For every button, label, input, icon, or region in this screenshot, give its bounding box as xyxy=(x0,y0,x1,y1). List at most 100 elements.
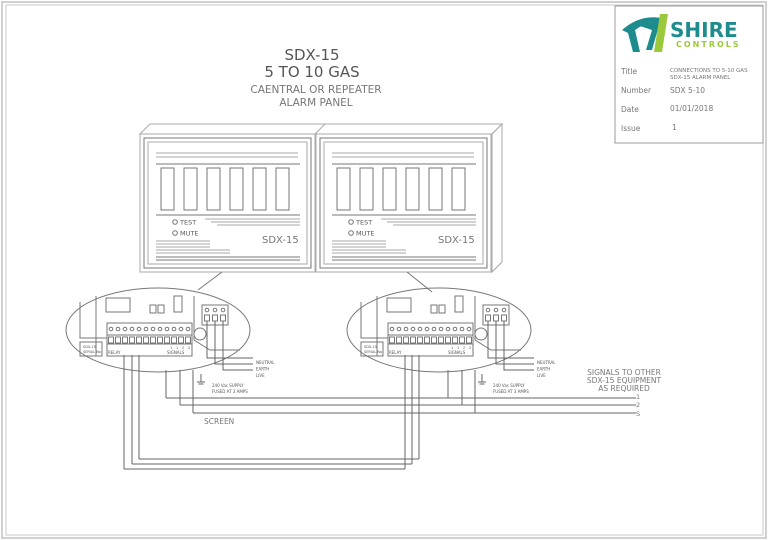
title-value-line1: CONNECTIONS TO 5-10 GAS xyxy=(670,68,748,74)
gas-channel-window xyxy=(428,167,443,211)
signal-terminal-label: 2 xyxy=(463,346,465,350)
gas-channel-window xyxy=(183,167,198,211)
mute-led-icon xyxy=(172,230,178,236)
date-value: 01/01/2018 xyxy=(670,104,713,113)
pcb-serial-label: SERIAL No xyxy=(83,350,101,354)
terminal-screw-icon xyxy=(164,326,170,332)
terminal-screw-icon xyxy=(122,326,128,332)
signals-note-line3: AS REQUIRED xyxy=(598,384,650,393)
heading-panel-type: CAENTRAL OR REPEATER xyxy=(250,84,381,96)
gas-channel-window xyxy=(336,167,351,211)
gas-channel-window xyxy=(252,167,267,211)
date-label: Date xyxy=(621,105,639,114)
terminal-screw-icon xyxy=(410,326,416,332)
gas-channel-window xyxy=(275,167,290,211)
terminal-screw-icon xyxy=(129,326,135,332)
drawing-heading: SDX-15 5 TO 10 GAS CAENTRAL OR REPEATER … xyxy=(250,46,381,109)
supply-label: 240 Vac SUPPLY xyxy=(212,383,244,388)
heading-model: SDX-15 xyxy=(284,46,339,64)
terminal-screw-icon xyxy=(178,326,184,332)
fuse-label: FUSED AT 3 AMPS xyxy=(212,389,248,394)
terminal-screw-icon xyxy=(424,326,430,332)
mute-label: MUTE xyxy=(180,230,198,238)
terminal-screw-icon xyxy=(445,326,451,332)
wire-label-s: S xyxy=(636,410,640,418)
terminal-screw-icon xyxy=(452,326,458,332)
terminal-screw-icon xyxy=(136,326,142,332)
title-block: SHIRE CONTROLS Title CONNECTIONS TO 5-10… xyxy=(614,5,764,144)
terminal-screw-icon xyxy=(431,326,437,332)
wire-label-1: 1 xyxy=(636,393,640,401)
wiring-bus xyxy=(123,355,636,470)
logo-text-shire: SHIRE xyxy=(670,18,738,42)
terminal-screw-icon xyxy=(417,326,423,332)
mains-label-earth: EARTH xyxy=(256,367,269,372)
signal-terminal-label: 1 xyxy=(457,346,459,350)
terminal-screw-icon xyxy=(403,326,409,332)
issue-label: Issue xyxy=(621,124,641,133)
inner-border xyxy=(5,4,764,536)
shire-logo-icon xyxy=(622,14,668,52)
gas-channel-window xyxy=(382,167,397,211)
number-label: Number xyxy=(621,86,652,95)
signal-terminal-label: 2 xyxy=(469,346,471,350)
mute-label: MUTE xyxy=(356,230,374,238)
pcb-id-label: SDX-15 xyxy=(83,345,96,349)
signals-label: SIGNALS xyxy=(167,350,185,355)
panel-model-label: SDX-15 xyxy=(438,235,475,246)
supply-label: 240 Vac SUPPLY xyxy=(493,383,525,388)
relay-label: RELAY xyxy=(389,350,402,355)
mains-label-earth: EARTH xyxy=(537,367,550,372)
signal-terminal-label: 2 xyxy=(182,346,184,350)
gas-channel-window xyxy=(160,167,175,211)
test-label: TEST xyxy=(179,219,196,227)
alarm-panel-2: TEST MUTE SDX-15 xyxy=(315,133,492,273)
title-value-line2: SDX-15 ALARM PANEL xyxy=(670,75,731,81)
terminal-screw-icon xyxy=(466,326,472,332)
pcb-id-label: SDX-15 xyxy=(364,345,377,349)
terminal-screw-icon xyxy=(150,326,156,332)
signals-note: SIGNALS TO OTHER SDX-15 EQUIPMENT AS REQ… xyxy=(587,368,662,418)
terminal-screw-icon xyxy=(143,326,149,332)
alarm-panel-1: TEST MUTE SDX-15 xyxy=(139,133,316,273)
mains-label-live: LIVE xyxy=(537,373,546,378)
gas-channel-window xyxy=(229,167,244,211)
signal-terminal-label: 1 xyxy=(176,346,178,350)
terminal-screw-icon xyxy=(396,326,402,332)
gas-channel-window xyxy=(206,167,221,211)
issue-value: 1 xyxy=(672,123,677,132)
relay-label: RELAY xyxy=(108,350,121,355)
screen-label: SCREEN xyxy=(204,417,234,426)
test-led-icon xyxy=(348,219,354,225)
signals-note-line2: SDX-15 EQUIPMENT xyxy=(587,376,662,385)
mute-led-icon xyxy=(348,230,354,236)
buzzer-icon xyxy=(474,327,488,341)
pcb-serial-label: SERIAL No xyxy=(364,350,382,354)
terminal-screw-icon xyxy=(389,326,395,332)
gas-channel-window xyxy=(451,167,466,211)
mains-label-neutral: NEUTRAL xyxy=(256,360,275,365)
wire-label-2: 2 xyxy=(636,401,640,409)
gas-channel-window xyxy=(405,167,420,211)
terminal-screw-icon xyxy=(115,326,121,332)
number-value: SDX 5-10 xyxy=(670,86,705,95)
signal-terminal-label: 2 xyxy=(188,346,190,350)
test-label: TEST xyxy=(355,219,372,227)
mains-label-neutral: NEUTRAL xyxy=(537,360,556,365)
signal-terminal-label: 1 xyxy=(170,346,172,350)
terminal-screw-icon xyxy=(108,326,114,332)
signals-note-line1: SIGNALS TO OTHER xyxy=(587,368,661,377)
terminal-screw-icon xyxy=(171,326,177,332)
fuse-label: FUSED AT 3 AMPS xyxy=(493,389,529,394)
terminal-screw-icon xyxy=(438,326,444,332)
logo-text-controls: CONTROLS xyxy=(676,40,741,49)
panel-model-label: SDX-15 xyxy=(262,235,299,246)
terminal-screw-icon xyxy=(459,326,465,332)
terminal-screw-icon xyxy=(185,326,191,332)
signals-label: SIGNALS xyxy=(448,350,466,355)
terminal-screw-icon xyxy=(157,326,163,332)
